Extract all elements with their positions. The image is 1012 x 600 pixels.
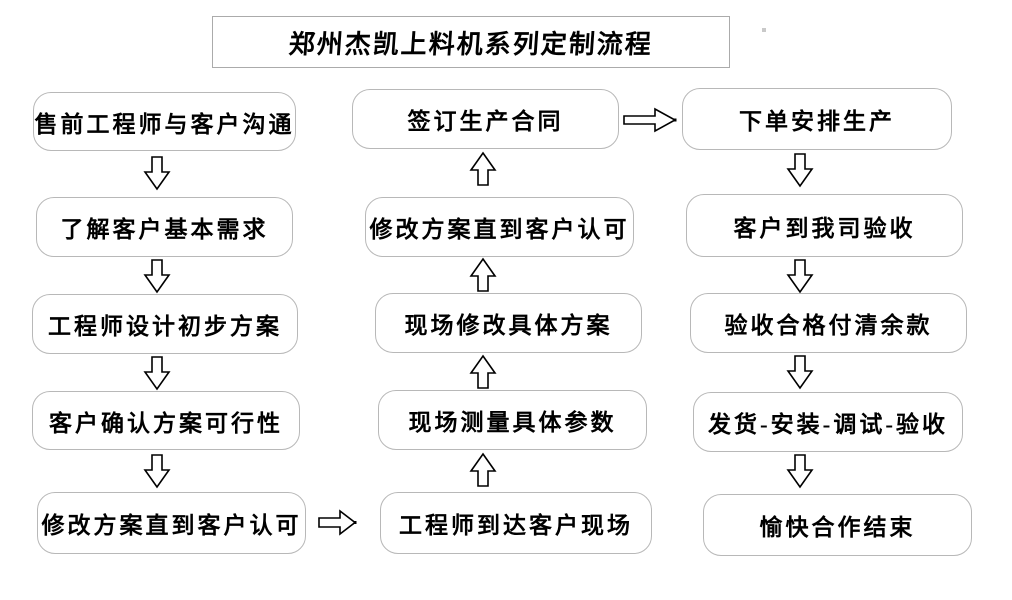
arrow-right-icon [623,107,677,133]
arrow-down-icon [786,454,814,489]
node-revise-until-approved-left: 修改方案直到客户认可 [37,492,306,554]
arrow-down-icon [143,356,171,391]
node-engineer-arrive-site: 工程师到达客户现场 [380,492,652,554]
node-customer-confirm-feasibility: 客户确认方案可行性 [32,391,300,450]
arrow-up-icon [469,452,497,487]
node-onsite-measure-parameters: 现场测量具体参数 [378,390,647,450]
node-understand-customer-needs: 了解客户基本需求 [36,197,293,257]
node-ship-install-debug-accept: 发货-安装-调试-验收 [693,392,963,452]
node-engineer-initial-design: 工程师设计初步方案 [32,294,298,354]
stray-dot [762,28,766,32]
node-place-production-order: 下单安排生产 [682,88,952,150]
arrow-up-icon [469,151,497,186]
node-acceptance-final-payment: 验收合格付清余款 [690,293,967,353]
arrow-up-icon [469,354,497,389]
arrow-down-icon [786,259,814,294]
node-presale-communication: 售前工程师与客户沟通 [33,92,296,151]
arrow-down-icon [143,259,171,294]
node-sign-production-contract: 签订生产合同 [352,89,619,149]
arrow-down-icon [786,355,814,390]
arrow-down-icon [786,153,814,188]
arrow-right-icon [318,509,357,536]
arrow-up-icon [469,257,497,292]
node-revise-until-approved-middle: 修改方案直到客户认可 [365,197,634,257]
node-happy-cooperation-end: 愉快合作结束 [703,494,972,556]
title-box: 郑州杰凯上料机系列定制流程 [212,16,730,68]
page-title: 郑州杰凯上料机系列定制流程 [287,29,654,59]
node-onsite-modify-plan: 现场修改具体方案 [375,293,642,353]
arrow-down-icon [143,454,171,489]
arrow-down-icon [143,156,171,191]
node-customer-site-acceptance: 客户到我司验收 [686,194,963,257]
